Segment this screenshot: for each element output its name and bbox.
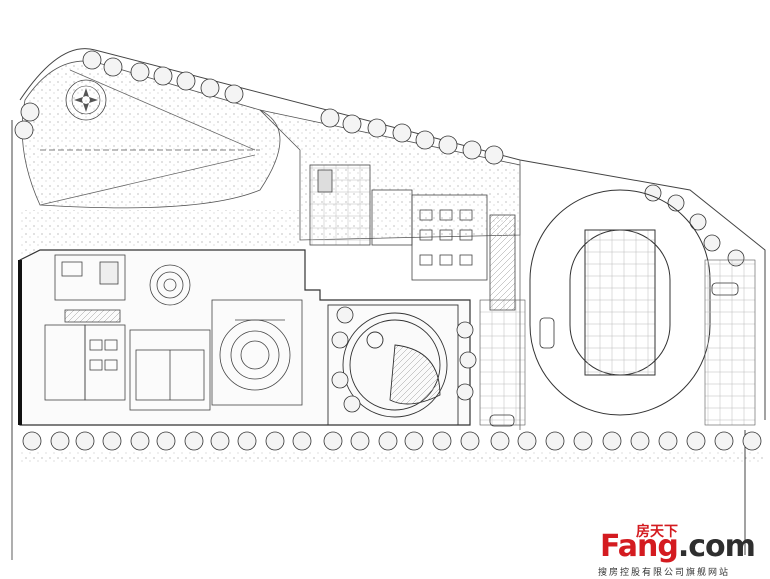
watermark-brand-main: Fang bbox=[600, 529, 679, 564]
east-parking bbox=[704, 259, 756, 426]
watermark-brand-cn: 房天下 bbox=[636, 524, 678, 540]
west-lawn bbox=[20, 210, 300, 260]
north-garden bbox=[21, 60, 281, 209]
watermark-logo: Fang.com bbox=[600, 529, 756, 564]
oval-track bbox=[529, 189, 711, 416]
dining-tables bbox=[419, 209, 473, 266]
tree-row-south bbox=[22, 431, 762, 451]
rotunda bbox=[327, 304, 459, 426]
tree-row-east bbox=[644, 184, 745, 267]
tree-row-north bbox=[82, 50, 504, 165]
watermark-brand-domain: .com bbox=[677, 529, 756, 564]
north-pavilion bbox=[309, 164, 516, 311]
west-rooms bbox=[44, 254, 126, 401]
south-lawn bbox=[20, 452, 765, 462]
compass-rose bbox=[65, 79, 107, 121]
watermark-subtitle: 搜房控股有限公司旗舰网站 bbox=[598, 568, 731, 578]
central-hall bbox=[129, 264, 303, 411]
east-paving bbox=[479, 299, 526, 426]
parked-cars bbox=[489, 282, 739, 427]
fang-watermark: 房天下 Fang.com 搜房控股有限公司旗舰网站 bbox=[596, 523, 766, 578]
tree-cluster-rotunda bbox=[331, 306, 477, 413]
